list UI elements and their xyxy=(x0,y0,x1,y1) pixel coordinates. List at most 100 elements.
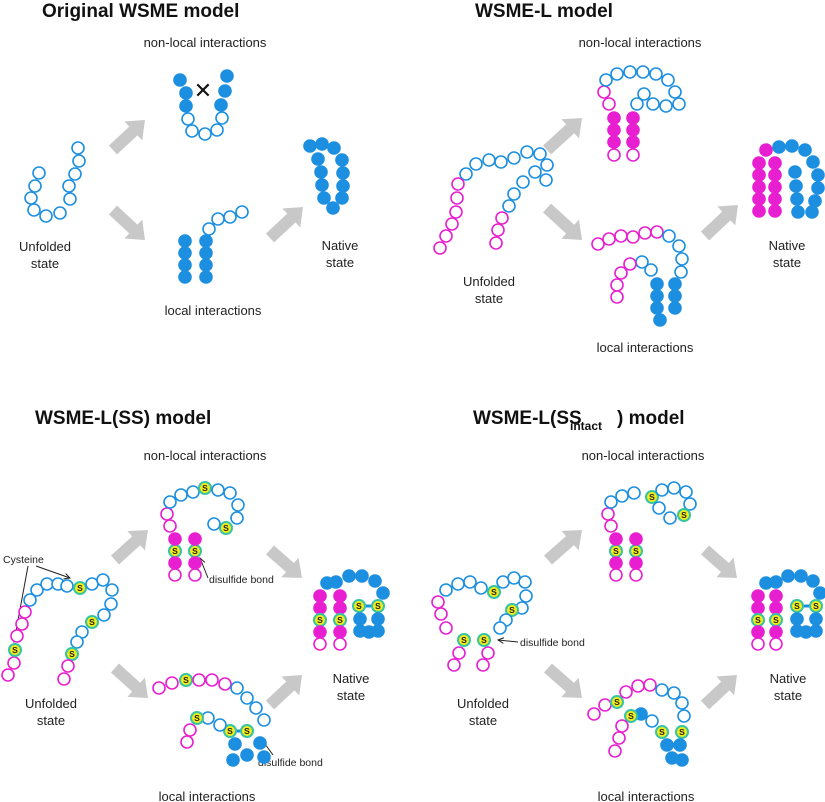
residue-bead xyxy=(257,713,271,727)
residue-bead xyxy=(240,691,254,705)
residue-bead xyxy=(661,73,675,87)
residue-bead xyxy=(660,738,674,752)
residue-bead xyxy=(668,277,682,291)
residue-bead xyxy=(507,187,521,201)
residue-bead xyxy=(211,212,225,226)
residue-bead xyxy=(630,97,644,111)
residue-bead xyxy=(183,723,197,737)
sulfur-label: S xyxy=(223,523,229,533)
residue-bead xyxy=(502,199,516,213)
residue-bead xyxy=(72,154,86,168)
residue-bead xyxy=(649,67,663,81)
residue-bead xyxy=(315,178,329,192)
cysteine-residue xyxy=(655,725,669,739)
residue-bead xyxy=(173,73,187,87)
residue-bead xyxy=(178,234,192,248)
residue-bead xyxy=(768,180,782,194)
residue-bead xyxy=(433,241,447,255)
residue-bead xyxy=(751,637,765,651)
residue-bead xyxy=(645,714,659,728)
residue-bead xyxy=(27,203,41,217)
p3-disulfide-label-b: disulfide bond xyxy=(258,757,323,769)
residue-bead xyxy=(599,73,613,87)
residue-bead xyxy=(226,753,240,767)
cysteine-residue xyxy=(190,711,204,725)
residue-bead xyxy=(329,575,343,589)
sulfur-label: S xyxy=(227,726,233,736)
residue-bead xyxy=(326,201,340,215)
residue-bead xyxy=(210,123,224,137)
residue-bead xyxy=(188,556,202,570)
transition-arrow xyxy=(108,120,145,155)
residue-bead xyxy=(469,157,483,171)
residue-bead xyxy=(333,637,347,651)
sulfur-label: S xyxy=(813,601,819,611)
residue-bead xyxy=(637,87,651,101)
residue-bead xyxy=(751,589,765,603)
p3-unfolded-label-2: state xyxy=(37,713,65,728)
residue-bead xyxy=(168,568,182,582)
residue-bead xyxy=(626,230,640,244)
residue-bead xyxy=(623,65,637,79)
p1-unfolded-label-2: state xyxy=(31,256,59,271)
residue-bead xyxy=(769,637,783,651)
sulfur-label: S xyxy=(613,546,619,556)
residue-bead xyxy=(610,67,624,81)
residue-bead xyxy=(253,736,267,750)
residue-bead xyxy=(163,495,177,509)
residue-bead xyxy=(240,748,254,762)
sulfur-label: S xyxy=(244,726,250,736)
sulfur-label: S xyxy=(89,617,95,627)
residue-bead xyxy=(57,672,71,686)
residue-bead xyxy=(97,608,111,622)
residue-bead xyxy=(376,586,390,600)
residue-bead xyxy=(772,140,786,154)
residue-bead xyxy=(518,575,532,589)
residue-bead xyxy=(607,123,621,137)
residue-bead xyxy=(333,589,347,603)
transition-arrow xyxy=(701,545,737,578)
residue-bead xyxy=(15,617,29,631)
residue-bead xyxy=(683,497,697,511)
residue-bead xyxy=(635,255,649,269)
residue-bead xyxy=(626,123,640,137)
residue-bead xyxy=(104,597,118,611)
residue-bead xyxy=(70,635,84,649)
p2-local-label: local interactions xyxy=(597,340,694,355)
residue-bead xyxy=(179,99,193,113)
residue-bead xyxy=(516,175,530,189)
residue-bead xyxy=(451,577,465,591)
p4-disulfide-label: disulfide bond xyxy=(520,637,585,649)
residue-bead xyxy=(218,677,232,691)
residue-bead xyxy=(220,69,234,83)
residue-bead xyxy=(452,646,466,660)
sulfur-label: S xyxy=(659,727,665,737)
residue-bead xyxy=(638,226,652,240)
residue-bead xyxy=(607,135,621,149)
residue-bead xyxy=(439,621,453,635)
residue-bead xyxy=(789,179,803,193)
cysteine-residue xyxy=(223,724,237,738)
residue-bead xyxy=(178,246,192,260)
residue-bead xyxy=(199,258,213,272)
residue-bead xyxy=(317,191,331,205)
p1-local-label: local interactions xyxy=(165,303,262,318)
residue-bead xyxy=(809,612,823,626)
transition-arrow xyxy=(110,663,148,698)
cysteine-residue xyxy=(610,695,624,709)
residue-bead xyxy=(768,168,782,182)
sulfur-label: S xyxy=(794,601,800,611)
p1-nonlocal-label: non-local interactions xyxy=(144,35,267,50)
residue-bead xyxy=(32,166,46,180)
residue-bead xyxy=(186,485,200,499)
p3-unfolded-label: Unfolded xyxy=(25,696,77,711)
sulfur-label: S xyxy=(481,635,487,645)
residue-bead xyxy=(668,289,682,303)
sulfur-label: S xyxy=(633,546,639,556)
residue-bead xyxy=(667,481,681,495)
residue-bead xyxy=(60,579,74,593)
residue-bead xyxy=(626,135,640,149)
cysteine-residue xyxy=(809,599,823,613)
residue-bead xyxy=(311,152,325,166)
residue-bead xyxy=(315,137,329,151)
